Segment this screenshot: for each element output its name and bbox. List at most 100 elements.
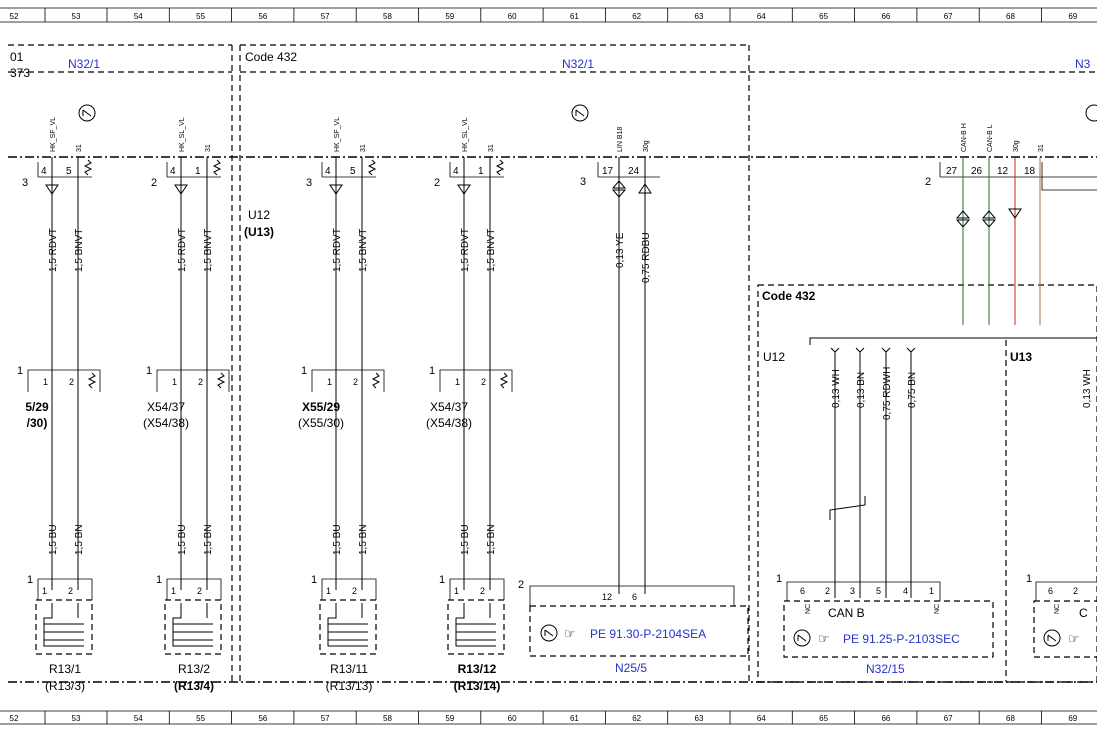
connector-pin: 1 [172, 377, 177, 387]
code432-sub-box [757, 284, 1097, 683]
grid-label: 66 [881, 12, 890, 21]
terminal-number: 1 [478, 166, 484, 177]
canb-wire-label: 0,13 BN [856, 372, 867, 408]
terminal-number: 5 [66, 166, 72, 177]
u12-main: U12 [248, 208, 270, 222]
grid-label: 52 [10, 12, 19, 21]
resistor-pin: 2 [197, 586, 202, 596]
grid-label: 58 [383, 12, 392, 21]
grid-label: 59 [445, 714, 454, 723]
signal-name: 31 [205, 144, 212, 152]
nc-label: NC [1054, 604, 1061, 614]
grid-label: 68 [1006, 714, 1015, 723]
grid-label: 64 [757, 12, 766, 21]
nc-label: NC [805, 604, 812, 614]
hand-icon: ☞ [564, 626, 576, 641]
lin-box-no: 2 [518, 579, 524, 591]
connector-pin: 2 [481, 377, 486, 387]
nc-label: NC [934, 604, 941, 614]
pin-number: 2 [151, 177, 157, 189]
canb-box-pin: 4 [903, 586, 908, 596]
canb-term: 26 [971, 166, 983, 177]
wire-label: 1,5 BN [74, 524, 85, 555]
canb-box-pin: 2 [825, 586, 830, 596]
grid-label: 67 [944, 714, 953, 723]
terminal-number: 4 [41, 166, 47, 177]
canb-sig: CAN-B H [961, 123, 968, 152]
resistor-pin: 1 [454, 586, 459, 596]
grid-label: 53 [72, 12, 81, 21]
n25-5-label: N25/5 [615, 661, 647, 675]
grid-label: 60 [508, 12, 517, 21]
heater-element-icon [327, 603, 368, 647]
resistor-name: R13/2 [178, 662, 210, 676]
n32-1-left: N32/1 [68, 57, 100, 71]
connector-pin: 1 [43, 377, 48, 387]
connector-name: 5/29 [25, 400, 49, 414]
pin-number: 3 [306, 177, 312, 189]
wire-label: 1,5 RDVT [177, 228, 188, 272]
connector-number: 1 [17, 365, 23, 377]
grid-label: 61 [570, 12, 579, 21]
code-432-mid: Code 432 [762, 289, 816, 303]
grid-label: 53 [72, 714, 81, 723]
grid-label: 58 [383, 714, 392, 723]
wire-label: 1,5 BNVT [74, 229, 85, 272]
connector-number: 1 [429, 365, 435, 377]
grid-label: 64 [757, 714, 766, 723]
grid-label: 62 [632, 714, 641, 723]
n32-right: N3 [1075, 57, 1091, 71]
heater-element-icon [455, 603, 496, 647]
resistor-box [35, 599, 93, 655]
resistor-alt: (R13/14) [454, 679, 501, 693]
grid-label: 69 [1068, 714, 1077, 723]
n25-5-box [529, 605, 749, 657]
lin-pin-top: 3 [580, 176, 586, 188]
heater-element-icon [172, 603, 213, 647]
diagnosis-icon [1043, 629, 1061, 647]
grid-label: 63 [695, 12, 704, 21]
connector-pin: 2 [69, 377, 74, 387]
resistor-name: R13/11 [330, 662, 368, 676]
grid-label: 68 [1006, 12, 1015, 21]
connector-pin: 1 [327, 377, 332, 387]
pe-link-1[interactable]: PE 91.30-P-2104SEA [590, 627, 706, 641]
signal-name: 31 [488, 144, 495, 152]
bidir-arrow [611, 180, 627, 189]
canb-term: 12 [997, 166, 1009, 177]
canb-sig: 30g [1013, 140, 1020, 152]
wire-label: 1,5 BN [203, 524, 214, 555]
canb-box-pin: 6 [1048, 586, 1053, 596]
connector-pin: 2 [353, 377, 358, 387]
canb-box2-no: 1 [1026, 573, 1032, 585]
resistor-name: R13/1 [49, 662, 81, 676]
lin-box-b: 6 [632, 592, 637, 602]
n32-15-label: N32/15 [866, 662, 905, 676]
terminal-number: 1 [195, 166, 201, 177]
grid-label: 61 [570, 714, 579, 723]
grid-label: 56 [258, 12, 267, 21]
lin-sig-a: LIN B18 [617, 127, 624, 152]
lin-sig-b: 30g [643, 140, 650, 152]
canb-term: 18 [1024, 166, 1036, 177]
grid-label: 55 [196, 714, 205, 723]
canb-box-pin: 3 [850, 586, 855, 596]
connector-name: X55/29 [302, 400, 340, 414]
canb-box-pin: 1 [929, 586, 934, 596]
arrow-up [638, 183, 652, 194]
grid-ruler-top [0, 7, 1097, 23]
ground-symbol [367, 159, 377, 176]
wire-label: 1,5 RDVT [332, 228, 343, 272]
ground-symbol [212, 159, 222, 176]
wire-label: 1,5 RDVT [460, 228, 471, 272]
pe-link-2[interactable]: PE 91.25-P-2103SEC [843, 632, 960, 646]
frag-373: 373 [10, 66, 30, 80]
resistor-alt: (R13/4) [174, 679, 214, 693]
signal-name: HK_SL_VL [179, 117, 186, 152]
lin-term-a: 17 [602, 166, 614, 177]
n32-1-center: N32/1 [562, 57, 594, 71]
resistor-pin: 2 [480, 586, 485, 596]
grid-ruler-bottom [0, 710, 1097, 725]
diagnosis-icon [793, 629, 811, 647]
